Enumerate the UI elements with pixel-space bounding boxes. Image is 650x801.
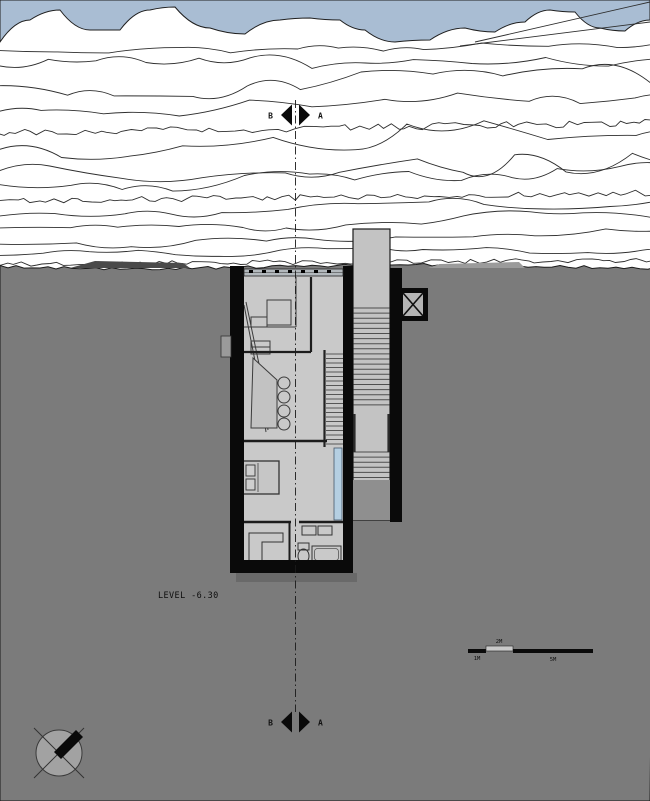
building-plan	[220, 228, 428, 582]
rock-light-wedge	[428, 262, 525, 268]
scale-label-2m: 2M	[496, 639, 503, 645]
desk-unit	[250, 316, 268, 328]
contour-line	[0, 247, 650, 257]
upper-partition-wall	[244, 277, 313, 354]
north-needle	[54, 730, 83, 759]
exterior-stair-treads	[353, 307, 390, 478]
sink	[301, 525, 317, 536]
section-label-b: B	[268, 112, 273, 121]
stair-lower-landing	[353, 480, 390, 520]
sea-water	[0, 0, 650, 43]
mullion-tick	[314, 270, 318, 273]
contour-line	[0, 197, 650, 218]
stool	[277, 404, 291, 418]
scale-label-5m: 5M	[550, 657, 557, 663]
pillow	[245, 464, 256, 477]
building-shadow	[236, 573, 357, 582]
scale-segment-2m	[485, 645, 514, 652]
section-label-a: A	[318, 719, 323, 728]
section-arrow-left	[281, 104, 292, 126]
contour-line	[0, 42, 650, 54]
bar-stools	[277, 376, 291, 431]
stool	[277, 417, 291, 431]
contour-line	[0, 152, 650, 183]
wall-niche	[220, 335, 232, 358]
glass-strip	[333, 447, 343, 521]
section-arrow-right	[299, 104, 310, 126]
sink	[317, 525, 333, 536]
east-wall	[343, 266, 353, 573]
skylight-x-brace	[402, 292, 424, 317]
contour-line	[0, 92, 650, 117]
topography-contours-layer	[0, 42, 650, 267]
mullion-tick	[262, 270, 266, 273]
scale-segment-5m	[513, 649, 593, 653]
facade-mullions	[249, 270, 331, 273]
scale-label-1m: 1M	[474, 656, 481, 662]
scale-segment-1m	[468, 649, 486, 653]
contour-line	[0, 162, 650, 192]
contour-line	[0, 189, 650, 204]
section-arrow-right	[299, 711, 310, 733]
mullion-tick	[288, 270, 292, 273]
section-arrow-left	[281, 711, 292, 733]
contour-line	[0, 120, 650, 160]
contour-line	[0, 54, 650, 69]
section-label-a: A	[318, 112, 323, 121]
corridor-east-wall	[390, 268, 402, 522]
square-table	[266, 299, 292, 326]
level-annotation: LEVEL -6.30	[158, 591, 219, 601]
contour-line	[0, 119, 650, 136]
interior-stair-treads	[326, 353, 343, 445]
west-wall	[230, 266, 244, 573]
mullion-tick	[327, 270, 331, 273]
bar-counter	[250, 356, 278, 429]
section-label-b: B	[268, 719, 273, 728]
north-arrow-compass	[33, 727, 85, 779]
contour-line	[0, 63, 650, 100]
rock-shadow-wedge	[70, 261, 190, 268]
section-marker-top: B A	[268, 104, 323, 126]
south-wall	[230, 560, 353, 573]
mullion-tick	[301, 270, 305, 273]
mullion-tick	[275, 270, 279, 273]
contour-line	[0, 210, 650, 232]
cliff-edge-lines	[459, 1, 650, 47]
contour-line	[0, 228, 650, 249]
section-marker-bottom: B A	[268, 711, 323, 733]
mullion-tick	[249, 270, 253, 273]
toilet-tank	[297, 542, 310, 551]
pillow	[245, 478, 256, 491]
stool	[277, 390, 291, 404]
scale-bar: 1M 2M 5M	[468, 639, 593, 663]
stool	[277, 376, 291, 390]
sea-water-layer	[0, 0, 650, 47]
